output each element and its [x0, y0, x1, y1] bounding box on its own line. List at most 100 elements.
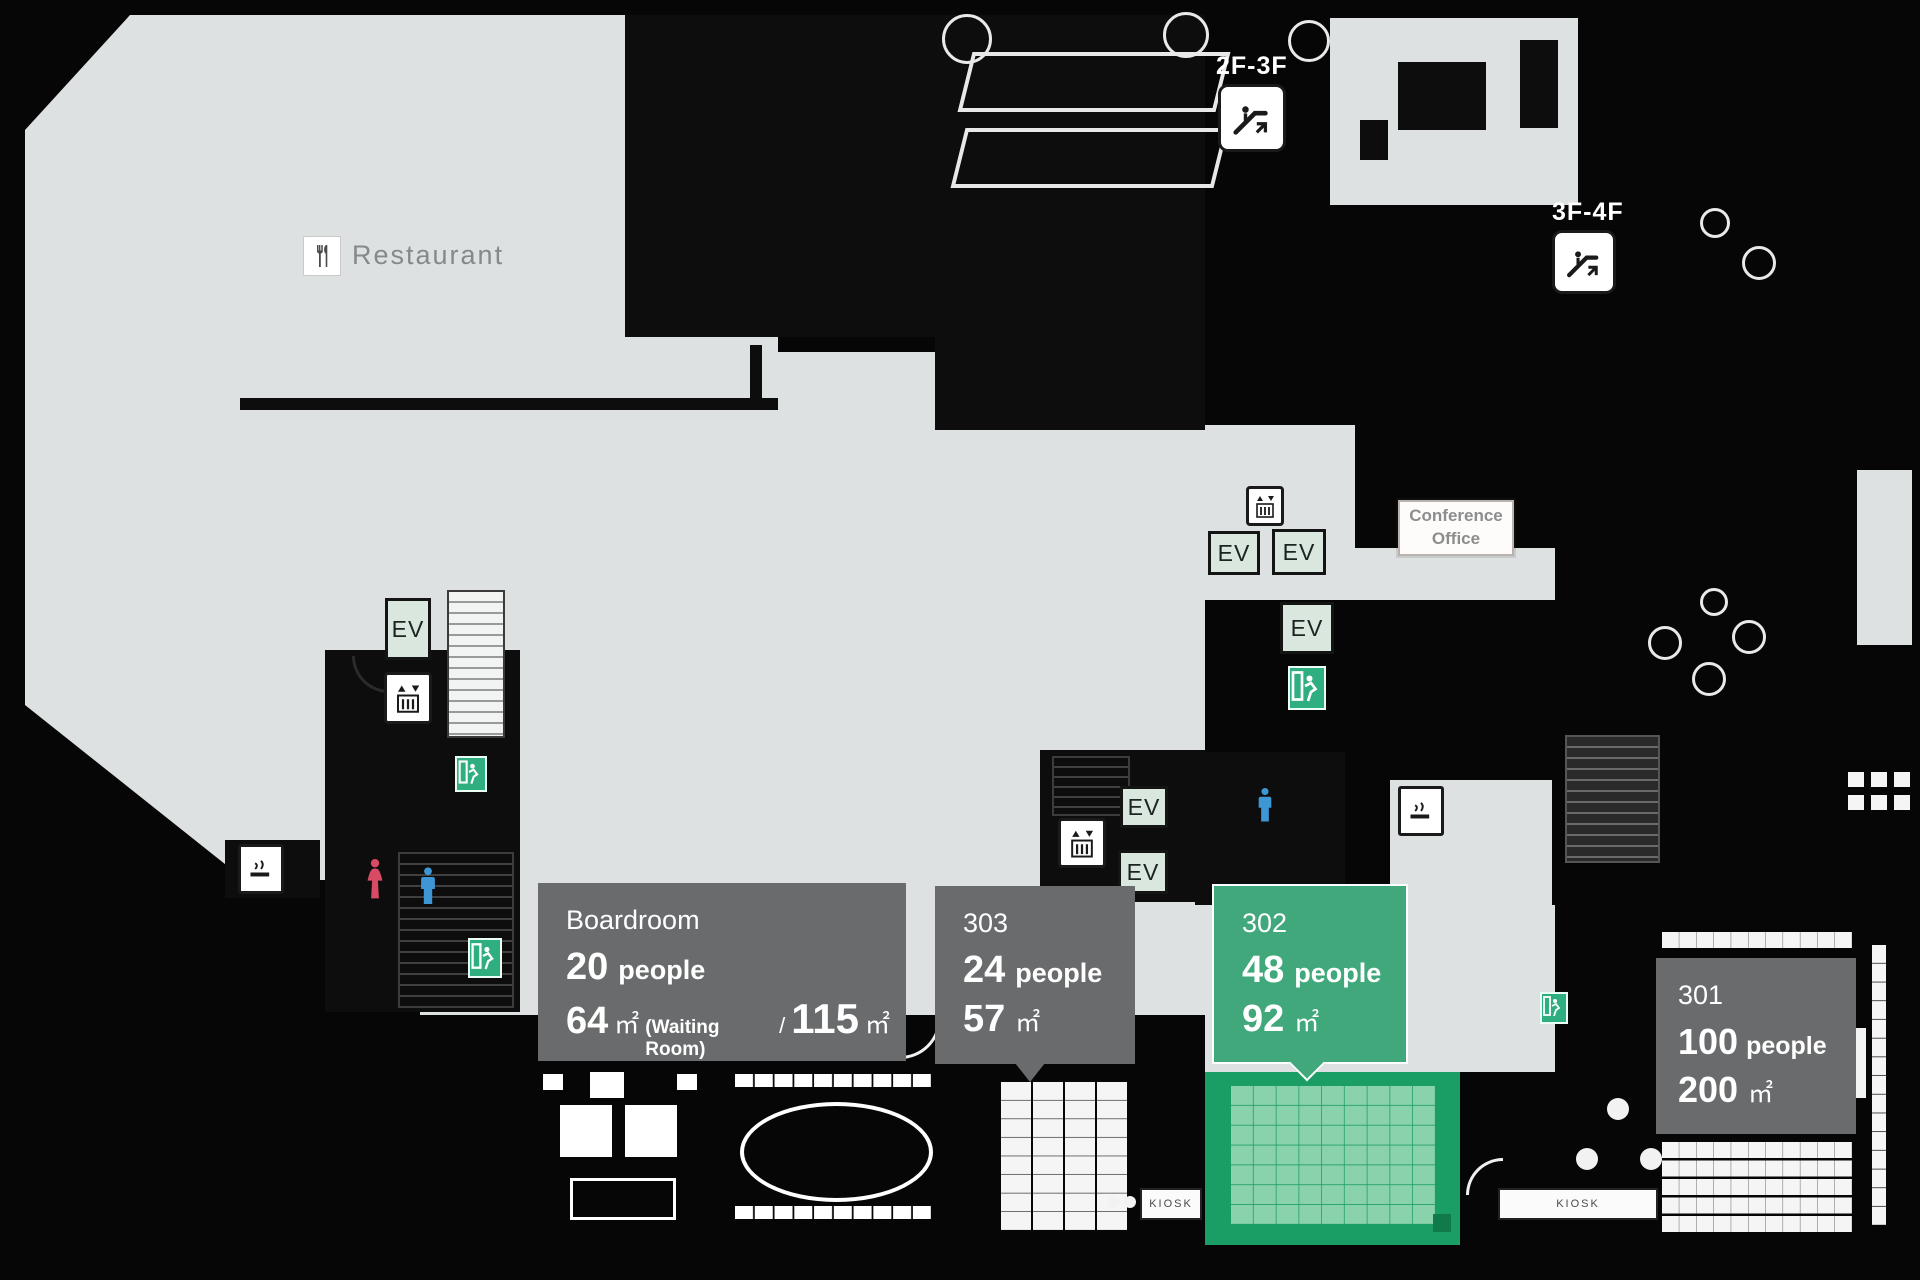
sofa	[625, 1105, 677, 1157]
side-table	[543, 1074, 563, 1090]
elevator-cell: EV	[1208, 531, 1260, 575]
right-edge-floor	[1857, 470, 1912, 645]
tooltip-302-selected[interactable]: 302 48 people 92 ㎡	[1212, 884, 1408, 1082]
escalator-band-1	[957, 52, 1231, 112]
area-sqm: ㎡	[614, 1011, 640, 1039]
room-302[interactable]	[1205, 1072, 1460, 1245]
area-value: 200	[1678, 1069, 1739, 1110]
area-sqm: ㎡	[1294, 1009, 1320, 1037]
restroom-block-center	[1195, 752, 1345, 905]
elevator-icon-plate	[1246, 486, 1284, 526]
room-301-chairs-east	[1872, 945, 1888, 1225]
terrace-table	[1732, 620, 1766, 654]
running-man-icon	[1543, 996, 1561, 1017]
stairs-west	[398, 852, 514, 1008]
escalator-up-icon-plate[interactable]	[1218, 84, 1286, 152]
lounge-table	[1640, 1148, 1662, 1170]
terrace-table	[1692, 662, 1726, 696]
exit-icon	[455, 756, 487, 792]
kiosk-left-label: KIOSK	[1149, 1198, 1193, 1210]
stairs-restaurant	[447, 590, 505, 738]
boardroom-chairs-bottom	[735, 1206, 931, 1222]
area-value: 92	[1242, 998, 1285, 1040]
area-value: 64	[566, 1000, 609, 1042]
tooltip-301[interactable]: 301 100 people 200 ㎡	[1656, 958, 1856, 1134]
conference-office-box: Conference Office	[1398, 500, 1514, 556]
terrace-table	[1700, 208, 1730, 238]
capacity-unit: people	[1294, 958, 1382, 988]
restaurant-wall	[240, 398, 778, 410]
room-303-chairs	[1001, 1082, 1127, 1230]
capacity-unit: people	[618, 955, 706, 985]
side-table	[677, 1074, 697, 1090]
area-sqm: ㎡	[1748, 1080, 1774, 1108]
elevator-cell: EV	[1120, 786, 1168, 828]
capacity-value: 24	[963, 949, 1006, 991]
waiting-room[interactable]	[505, 1060, 700, 1245]
area-separator: /	[779, 1013, 786, 1038]
area-sqm: ㎡	[864, 1011, 890, 1039]
ev-label: EV	[1282, 538, 1316, 565]
area-note: (Waiting Room)	[645, 1017, 720, 1060]
ev-label: EV	[1217, 539, 1251, 566]
kiosk-stool	[1124, 1196, 1136, 1208]
room-301[interactable]	[1650, 920, 1910, 1245]
office-corridor-floor	[1355, 548, 1555, 600]
tooltip-room-name: 303	[963, 908, 1009, 938]
elevator-icon	[397, 685, 420, 713]
smoking-icon-plate	[1398, 786, 1444, 836]
round-table	[1163, 12, 1209, 58]
stairs-center	[1052, 756, 1130, 816]
tooltip-tail	[1015, 1063, 1045, 1082]
area-value: 57	[963, 998, 1006, 1040]
escalator-icon	[1567, 251, 1599, 278]
running-man-icon	[458, 760, 479, 784]
fork-knife-icon	[317, 245, 328, 267]
tooltip-room-name: 301	[1678, 980, 1724, 1010]
kiosk-stool	[1108, 1196, 1120, 1208]
exit-icon	[1540, 992, 1568, 1024]
room-302-chairs	[1231, 1086, 1435, 1224]
terrace-table	[1648, 626, 1682, 660]
escalator-band-2	[950, 128, 1229, 188]
ev-label: EV	[1290, 614, 1324, 641]
lounge-table	[1360, 120, 1388, 160]
floor-wedge	[778, 352, 935, 430]
lounge-sofa	[1398, 62, 1486, 130]
escalator-down-icon-plate[interactable]	[1552, 230, 1616, 294]
area-sqm: ㎡	[1015, 1009, 1041, 1037]
tooltip-room-name: 302	[1242, 908, 1288, 938]
kiosk-right[interactable]: KIOSK	[1498, 1188, 1658, 1220]
round-table	[942, 14, 992, 64]
room-boardroom[interactable]	[705, 1060, 960, 1245]
mens-restroom-icon	[421, 867, 435, 904]
chairs-east-row	[1848, 772, 1910, 810]
area-total: 115	[791, 995, 859, 1042]
restaurant-label: Restaurant	[352, 240, 505, 270]
exit-icon	[1288, 666, 1326, 710]
mens-restroom-icon	[1258, 787, 1272, 822]
ev-label: EV	[1126, 858, 1160, 885]
room-303[interactable]	[985, 1060, 1145, 1245]
capacity-value: 20	[566, 946, 609, 988]
running-man-icon	[471, 943, 494, 970]
running-man-icon	[1291, 671, 1318, 702]
sofa	[560, 1105, 612, 1157]
elevator-cell: EV	[1280, 602, 1334, 654]
conference-office-line1: Conference	[1409, 506, 1503, 526]
tooltip-boardroom[interactable]: Boardroom 20 people 64 ㎡ (Waiting Room) …	[538, 883, 906, 1061]
boardroom-table	[740, 1102, 933, 1202]
room-301-chairs-top	[1662, 932, 1852, 952]
capacity-value: 100	[1678, 1021, 1739, 1062]
lounge-table	[1576, 1148, 1598, 1170]
tooltip-room-name: Boardroom	[566, 905, 700, 935]
tooltip-303[interactable]: 303 24 people 57 ㎡	[935, 886, 1135, 1082]
womens-restroom-icon	[367, 858, 383, 899]
elevator-cell: EV	[385, 598, 431, 660]
elevator-cell: EV	[1272, 529, 1326, 575]
kiosk-left[interactable]: KIOSK	[1140, 1188, 1202, 1220]
smoking-icon	[1410, 802, 1430, 819]
smoking-icon-plate	[238, 844, 284, 894]
stairs-east	[1565, 735, 1660, 863]
